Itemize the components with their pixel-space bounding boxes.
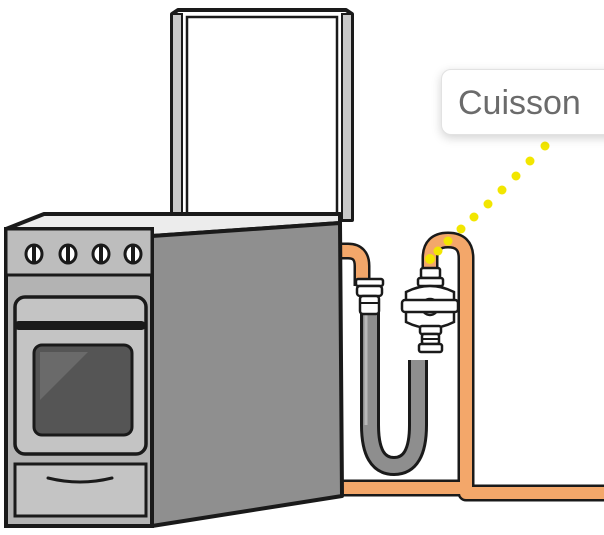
oven-handle-icon xyxy=(14,321,146,330)
burner-knob-icon xyxy=(26,244,42,264)
flexible-hose-icon xyxy=(366,312,418,466)
cooking-callout: Cuisson xyxy=(441,69,604,135)
burner-knob-icon xyxy=(125,244,141,264)
gas-valve-icon xyxy=(402,268,458,352)
burner-knob-icon xyxy=(93,244,109,264)
hose-fitting-left xyxy=(356,279,383,314)
storage-drawer xyxy=(15,464,146,516)
gas-stove-icon xyxy=(6,214,342,526)
callout-label: Cuisson xyxy=(458,84,581,122)
pipe-main xyxy=(430,240,604,493)
stove-side xyxy=(152,223,342,526)
stove-lid xyxy=(172,10,352,220)
burner-knob-icon xyxy=(60,244,76,264)
